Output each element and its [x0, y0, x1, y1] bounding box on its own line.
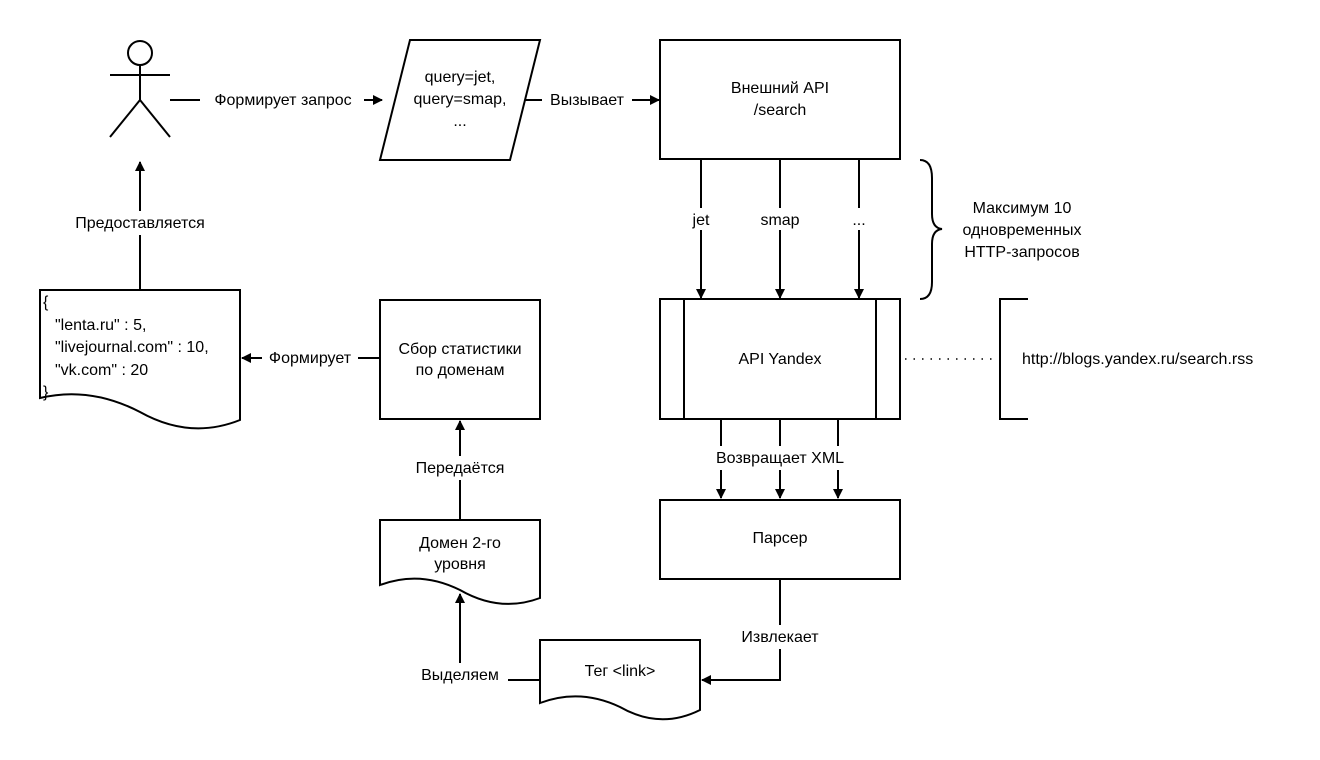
result-line-1: {	[43, 294, 49, 311]
result-line-4: "vk.com" : 20	[55, 362, 148, 379]
edge-extract-domain: Выделяем	[412, 593, 540, 687]
domain-node: Домен 2-го уровня	[379, 519, 541, 605]
domain-line-2: уровня	[434, 556, 486, 573]
parser-node: Парсер	[659, 499, 901, 580]
stats-line-1: Сбор статистики	[398, 341, 521, 358]
result-line-5: }	[43, 384, 49, 401]
person-icon	[109, 40, 171, 138]
edge-forms-request-label: Формирует запрос	[214, 92, 351, 109]
parser-label: Парсер	[752, 530, 807, 547]
edge-passed: Передаётся	[405, 420, 515, 520]
edge-returns-xml: Возвращает XML	[705, 420, 855, 499]
external-api-line-1: Внешний API	[731, 80, 829, 97]
query-params-line-1: query=jet,	[425, 69, 496, 86]
edge-forms-request: Формирует запрос	[170, 88, 383, 112]
edge-provided: Предоставляется	[62, 161, 218, 290]
rss-annotation: http://blogs.yandex.ru/search.rss	[905, 298, 1253, 420]
edge-req-jet: jet	[684, 160, 718, 299]
edge-extract-domain-label: Выделяем	[421, 667, 499, 684]
edge-extracts-label: Извлекает	[741, 629, 819, 646]
edge-req-more-label: ...	[852, 212, 865, 229]
edge-returns-xml-label: Возвращает XML	[716, 450, 844, 467]
yandex-api-node: API Yandex	[659, 298, 901, 420]
edge-req-smap: smap	[754, 160, 806, 299]
concurrency-line-1: Максимум 10	[973, 200, 1072, 217]
stats-line-2: по доменам	[416, 362, 505, 379]
concurrency-line-3: HTTP-запросов	[964, 244, 1079, 261]
edge-passed-label: Передаётся	[416, 460, 505, 477]
edge-calls: Вызывает	[525, 88, 660, 112]
link-tag-label: Тег <link>	[585, 663, 656, 680]
edge-calls-label: Вызывает	[550, 92, 625, 109]
result-doc-node: { "lenta.ru" : 5, "livejournal.com" : 10…	[39, 289, 241, 430]
query-params-node: query=jet, query=smap, ...	[378, 39, 542, 161]
query-params-line-3: ...	[453, 113, 466, 130]
edge-req-more: ...	[846, 160, 872, 299]
external-api-node: Внешний API /search	[659, 39, 901, 160]
curly-brace	[919, 159, 943, 300]
domain-line-1: Домен 2-го	[419, 535, 501, 552]
edge-req-smap-label: smap	[760, 212, 799, 229]
edge-req-jet-label: jet	[692, 212, 710, 229]
rss-url-label: http://blogs.yandex.ru/search.rss	[1022, 351, 1253, 368]
edge-provided-label: Предоставляется	[75, 215, 205, 232]
result-line-3: "livejournal.com" : 10,	[55, 339, 209, 356]
edge-forms: Формирует	[241, 346, 380, 370]
concurrency-line-2: одновременных	[963, 222, 1082, 239]
edge-forms-label: Формирует	[269, 350, 352, 367]
concurrency-annotation: Максимум 10 одновременных HTTP-запросов	[919, 159, 1082, 300]
stats-node: Сбор статистики по доменам	[379, 299, 541, 420]
edge-extracts: Извлекает	[701, 580, 825, 685]
yandex-api-label: API Yandex	[738, 351, 821, 368]
query-params-line-2: query=smap,	[414, 91, 507, 108]
external-api-line-2: /search	[754, 102, 806, 119]
result-line-2: "lenta.ru" : 5,	[55, 317, 146, 334]
link-tag-node: Тег <link>	[539, 639, 701, 721]
